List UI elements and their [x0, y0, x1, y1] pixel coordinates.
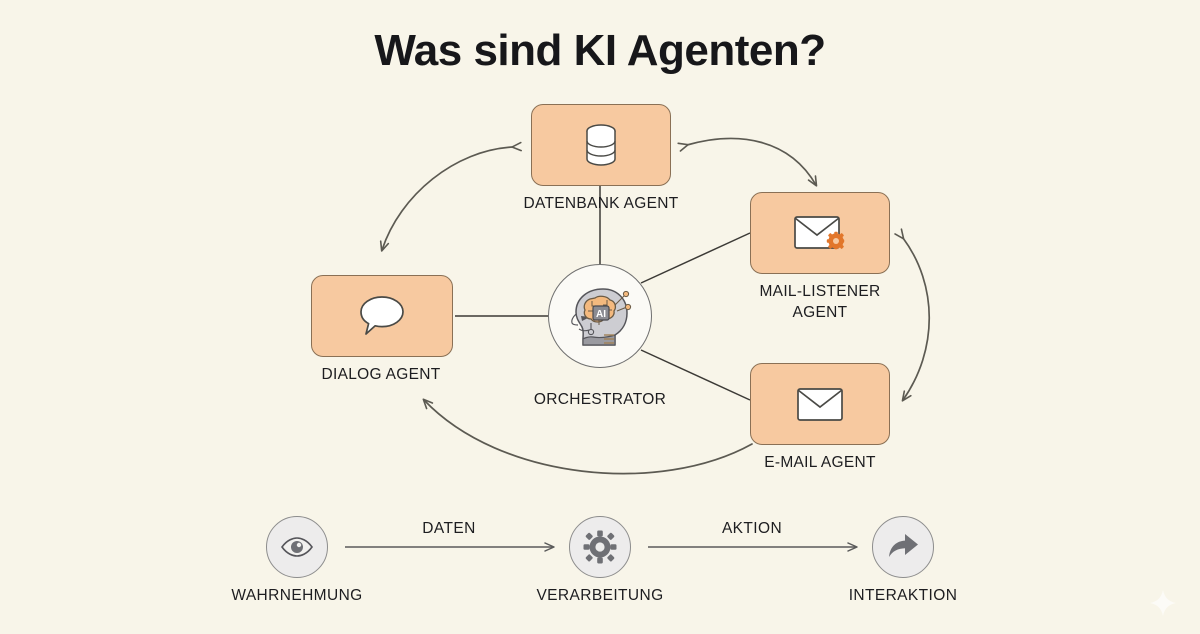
svg-text:AI: AI: [596, 309, 606, 320]
envelope-gear-icon: [794, 216, 845, 250]
agent-node-email[interactable]: [750, 363, 890, 445]
flow-node-verarbeitung[interactable]: [569, 516, 631, 578]
sparkle-icon: [1150, 590, 1176, 616]
spoke-orchestrator-mail-listener: [640, 232, 751, 284]
flow-label-wahrnehmung: WAHRNEHMUNG: [231, 587, 363, 604]
orchestrator-label: ORCHESTRATOR: [533, 391, 667, 408]
speech-bubble-icon: [360, 296, 404, 335]
flow-arrow-label-aktion: AKTION: [721, 520, 783, 537]
flow-label-verarbeitung: VERARBEITUNG: [536, 587, 664, 604]
flow-arrow-label-daten: DATEN: [422, 520, 476, 537]
orchestrator-node[interactable]: AI: [548, 264, 652, 368]
flow-node-interaktion[interactable]: [872, 516, 934, 578]
gear-icon: [583, 530, 617, 564]
flow-node-wahrnehmung[interactable]: [266, 516, 328, 578]
ai-head-brain-icon: AI: [571, 288, 632, 346]
database-icon: [586, 124, 616, 166]
share-arrow-icon: [889, 534, 918, 557]
flow-label-interaktion: INTERAKTION: [848, 587, 958, 604]
agent-label-email: E-MAIL AGENT: [764, 454, 876, 471]
agent-node-dialog[interactable]: [311, 275, 453, 357]
envelope-icon: [797, 388, 843, 421]
agent-label-mail-listener-line1: MAIL-LISTENER: [759, 283, 881, 300]
eye-icon: [281, 537, 313, 557]
arc-datenbank-mail-listener: [677, 137, 818, 187]
agent-label-datenbank: DATENBANK AGENT: [523, 195, 679, 212]
page-title: Was sind KI Agenten?: [374, 26, 826, 75]
agent-node-mail-listener[interactable]: [750, 192, 890, 274]
agent-node-datenbank[interactable]: [531, 104, 671, 186]
agent-label-mail-listener-line2: AGENT: [792, 303, 848, 321]
agent-label-mail-listener: MAIL-LISTENER AGENT: [700, 282, 940, 324]
gear-overlay-icon: [826, 231, 845, 250]
agent-label-dialog: DIALOG AGENT: [321, 366, 441, 383]
